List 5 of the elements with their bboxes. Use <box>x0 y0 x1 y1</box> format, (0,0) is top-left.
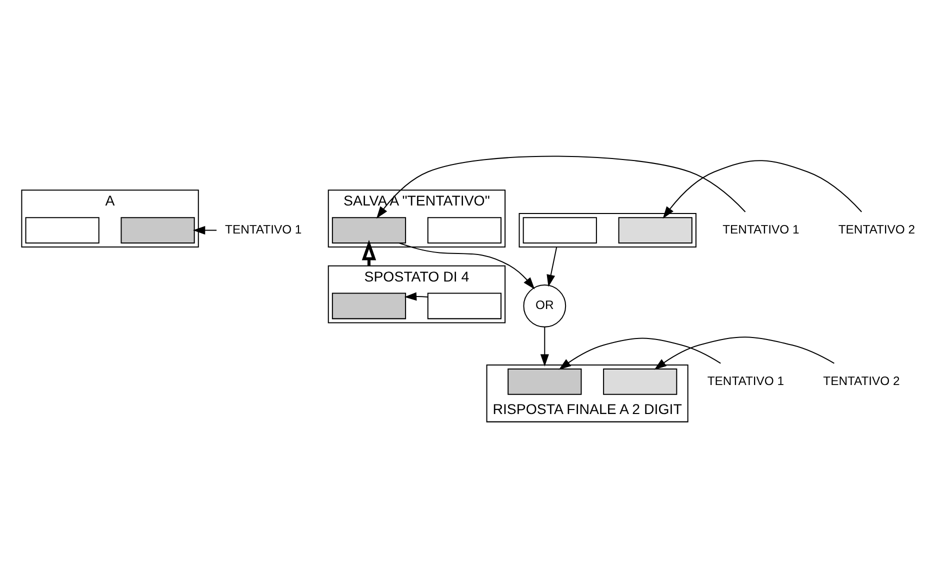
node-text: TENTATIVO 2 <box>838 222 916 236</box>
node-text: TENTATIVO 1 <box>225 222 302 236</box>
node-text: TENTATIVO 1 <box>722 222 800 236</box>
node-text: TENTATIVO 1 <box>707 373 784 388</box>
node-text: TENTATIVO 2 <box>823 373 900 388</box>
